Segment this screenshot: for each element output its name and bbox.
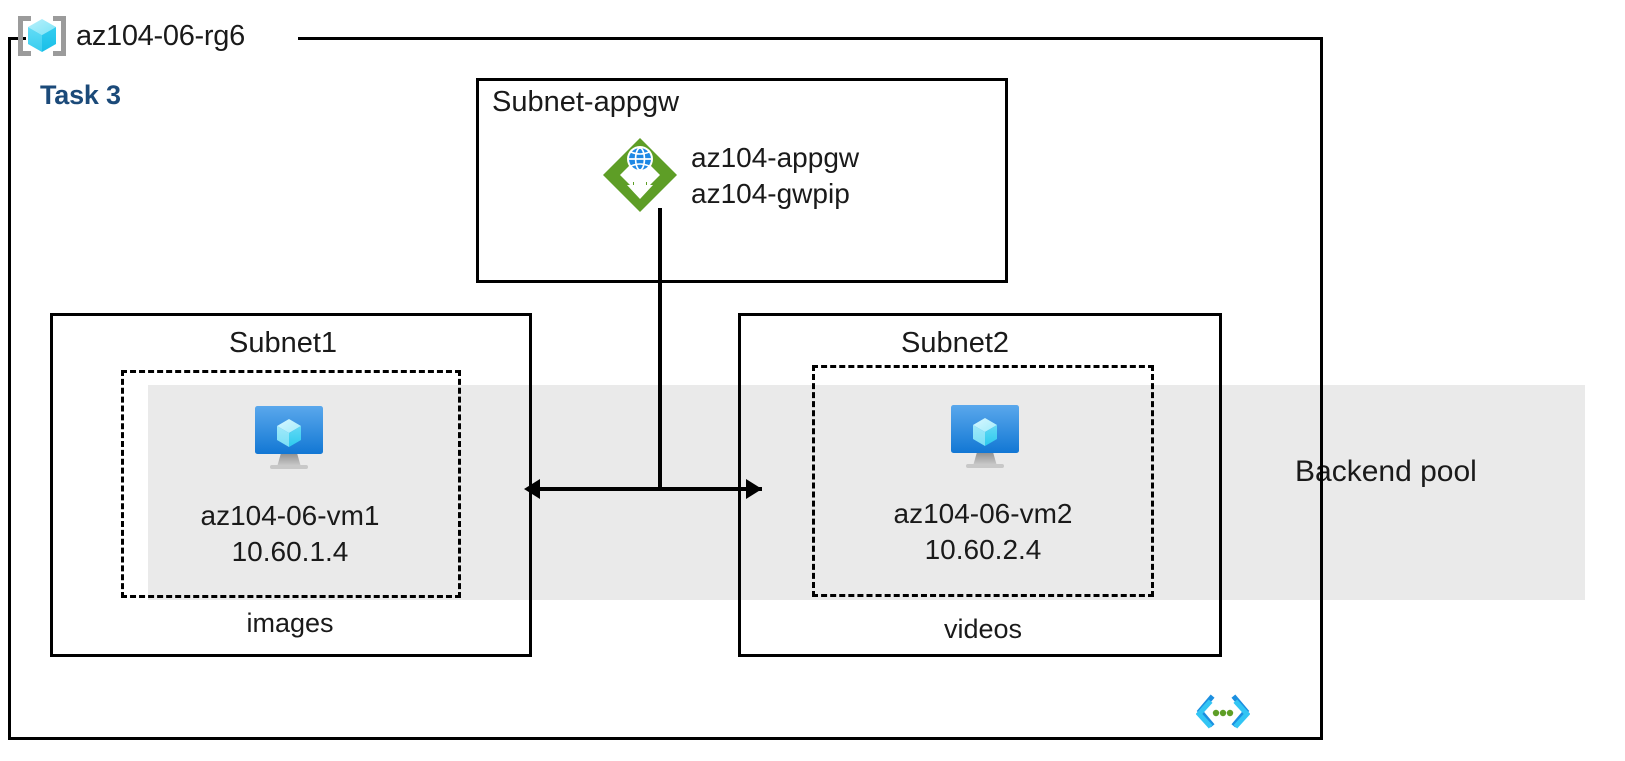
subnet1-vm-ip: 10.60.1.4	[231, 535, 349, 567]
code-brackets-icon	[1195, 694, 1251, 732]
resource-group-label: az104-06-rg6	[18, 6, 245, 66]
subnet1-vm-group-boundary	[121, 370, 461, 598]
connector-subnet1-subnet2	[532, 487, 762, 491]
appgw-resource-names: az104-appgw az104-gwpip	[691, 140, 859, 213]
subnet-appgw-title: Subnet-appgw	[492, 86, 680, 118]
resource-group-frame	[8, 37, 1323, 740]
subnet2-caption: videos	[943, 614, 1023, 644]
resource-group-name: az104-06-rg6	[76, 19, 245, 52]
resource-group-label-gap	[26, 28, 298, 46]
backend-pool-band	[148, 385, 1585, 600]
gwpip-name: az104-gwpip	[691, 178, 850, 210]
subnet2-vm-labels: az104-06-vm2 10.60.2.4	[832, 496, 1134, 568]
subnet-appgw-box	[476, 78, 1008, 283]
vm-monitor-glyph	[951, 405, 1019, 468]
virtual-machine-icon	[944, 402, 1026, 474]
subnet1-vm-name: az104-06-vm1	[200, 500, 380, 531]
subnet2-vm-ip: 10.60.2.4	[924, 533, 1042, 565]
arrow-head-left-icon	[524, 479, 540, 499]
bracket-left-icon	[18, 16, 31, 56]
connector-appgw-to-vms	[658, 208, 662, 490]
subnet1-vm-labels: az104-06-vm1 10.60.1.4	[140, 498, 440, 570]
application-gateway-glyph	[603, 138, 677, 212]
virtual-machine-icon	[248, 403, 330, 475]
vm-monitor-glyph	[255, 406, 323, 469]
subnet1-caption: images	[246, 608, 334, 638]
subnet2-box	[738, 313, 1222, 657]
cube-icon	[28, 19, 56, 52]
application-gateway-icon	[600, 135, 680, 215]
subnet2-vm-group-boundary	[812, 365, 1154, 597]
subnet2-title: Subnet2	[901, 327, 1010, 359]
backend-pool-label: Backend pool	[1295, 455, 1477, 488]
subnet2-vm-name: az104-06-vm2	[893, 498, 1073, 529]
task-label: Task 3	[40, 80, 121, 110]
subnet1-title: Subnet1	[229, 327, 338, 359]
code-brackets-glyph	[1195, 694, 1251, 729]
bracket-right-icon	[53, 16, 66, 56]
appgw-name: az104-appgw	[691, 142, 860, 173]
resource-group-icon	[18, 13, 66, 59]
arrow-head-right-icon	[746, 479, 762, 499]
